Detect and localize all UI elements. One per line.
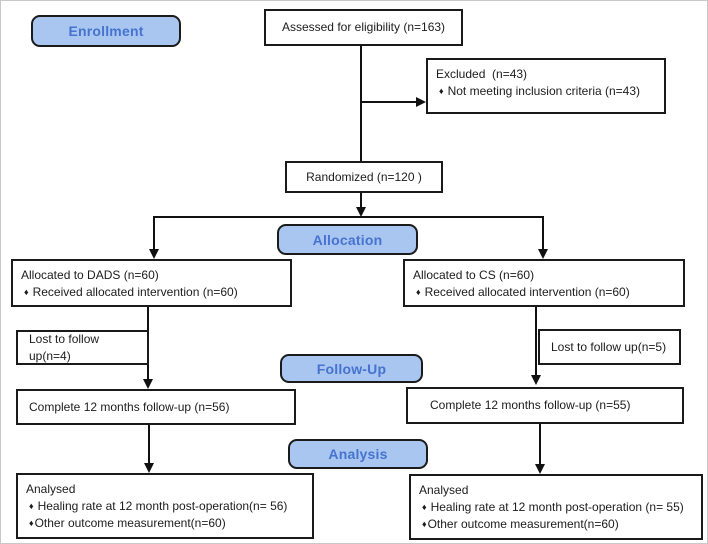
line-followup-to-analysed-left [148,425,150,464]
arrowhead-to-followup-left [143,379,153,389]
line-branch-to-cs [542,218,544,250]
lost-followup-right-box: Lost to follow up(n=5) [538,329,681,365]
diamond-bullet-icon: ♦ [422,519,427,530]
complete-followup-right-text: Complete 12 months follow-up (n=55) [430,398,631,413]
allocated-cs-box: Allocated to CS (n=60) ♦ Received alloca… [403,259,685,307]
arrowhead-to-cs [538,249,548,259]
excluded-item: ♦ Not meeting inclusion criteria (n=43) [436,83,658,99]
line-assessed-to-randomized [360,46,362,161]
diamond-bullet-icon: ♦ [422,502,427,513]
lost-followup-left-box: Lost to follow up(n=4) [16,330,149,365]
analysed-left-title: Analysed [26,482,76,496]
randomized-box: Randomized (n=120 ) [285,161,443,193]
diamond-bullet-icon: ♦ [439,86,444,97]
complete-followup-left-text: Complete 12 months follow-up (n=56) [29,399,230,414]
allocated-cs-item-text: Received allocated intervention (n=60) [424,285,630,300]
diamond-bullet-icon: ♦ [29,518,34,529]
line-to-excluded [361,101,417,103]
line-followup-to-analysed-right [539,424,541,465]
enrollment-label-text: Enrollment [68,23,144,39]
arrowhead-to-followup-right [531,375,541,385]
arrowhead-to-analysed-left [144,463,154,473]
stage-label-enrollment: Enrollment [31,15,181,47]
analysed-right-title: Analysed [419,483,469,497]
assessed-eligibility-box: Assessed for eligibility (n=163) [264,9,463,46]
diamond-bullet-icon: ♦ [416,287,421,298]
analysed-right-item-2: ♦ Other outcome measurement(n=60) [419,516,695,532]
analysed-right-item-1-text: Healing rate at 12 month post-operation … [430,500,684,515]
line-branch-to-dads [153,218,155,250]
analysed-left-item-1: ♦ Healing rate at 12 month post-operatio… [26,498,306,514]
lost-followup-right-text: Lost to follow up(n=5) [551,339,667,354]
stage-label-followup: Follow-Up [280,354,423,383]
followup-label-text: Follow-Up [316,360,387,377]
analysed-right-box: Analysed ♦ Healing rate at 12 month post… [409,474,703,540]
excluded-title: Excluded (n=43) [436,67,528,81]
analysed-left-item-2-text: Other outcome measurement(n=60) [34,516,226,531]
arrowhead-to-dads [149,249,159,259]
allocated-dads-title: Allocated to DADS (n=60) [21,268,159,282]
arrowhead-to-excluded [416,97,426,107]
allocated-dads-item: ♦ Received allocated intervention (n=60) [21,284,284,300]
assessed-eligibility-text: Assessed for eligibility (n=163) [281,20,446,35]
allocation-label-text: Allocation [312,231,383,248]
analysed-left-box: Analysed ♦ Healing rate at 12 month post… [16,473,314,539]
diamond-bullet-icon: ♦ [24,287,29,298]
branch-line [153,216,544,218]
analysed-right-item-1: ♦ Healing rate at 12 month post-operatio… [419,499,695,515]
analysed-left-item-1-text: Healing rate at 12 month post-operation(… [37,499,288,514]
arrowhead-to-branch [356,207,366,217]
arrowhead-to-analysed-right [535,464,545,474]
randomized-text: Randomized (n=120 ) [306,169,422,184]
analysed-right-item-2-text: Other outcome measurement(n=60) [427,517,619,532]
allocated-cs-item: ♦ Received allocated intervention (n=60) [413,284,677,300]
allocated-cs-title: Allocated to CS (n=60) [413,268,535,282]
analysed-left-item-2: ♦ Other outcome measurement(n=60) [26,515,306,531]
complete-followup-left-box: Complete 12 months follow-up (n=56) [16,389,296,425]
excluded-item-text: Not meeting inclusion criteria (n=43) [447,84,641,99]
line-cs-to-followup [535,307,537,376]
analysis-label-text: Analysis [328,446,388,462]
line-randomized-to-branch [360,193,362,211]
stage-label-allocation: Allocation [277,224,418,255]
diamond-bullet-icon: ♦ [29,501,34,512]
lost-followup-left-text: Lost to follow up(n=4) [29,332,103,363]
excluded-box: Excluded (n=43) ♦ Not meeting inclusion … [426,58,666,114]
complete-followup-right-box: Complete 12 months follow-up (n=55) [406,387,684,424]
allocated-dads-box: Allocated to DADS (n=60) ♦ Received allo… [11,259,292,307]
stage-label-analysis: Analysis [288,439,428,469]
allocated-dads-item-text: Received allocated intervention (n=60) [32,285,238,300]
